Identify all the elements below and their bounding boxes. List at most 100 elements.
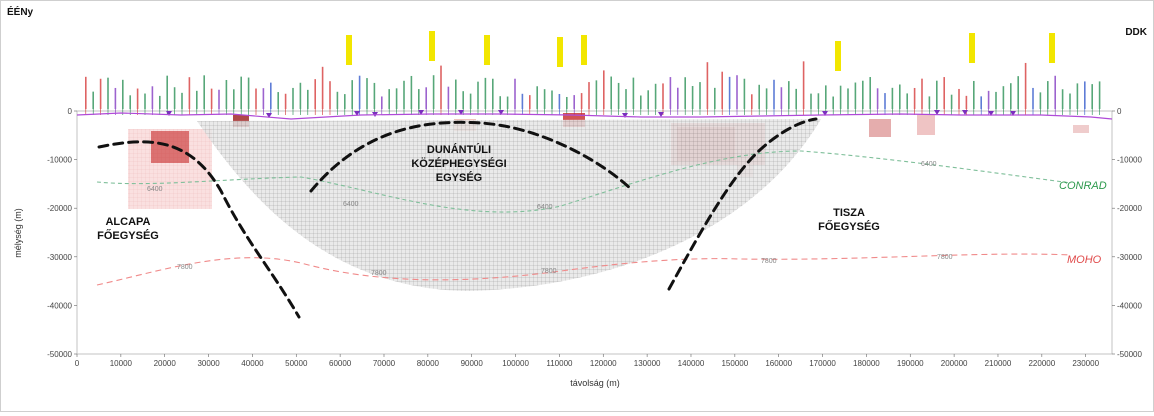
unit-label-line: FŐEGYSÉG bbox=[818, 220, 880, 233]
well-marker bbox=[536, 86, 538, 109]
well-marker bbox=[173, 87, 176, 109]
unit-label-line: EGYSÉG bbox=[436, 171, 482, 184]
well-triangle-marker bbox=[1010, 111, 1016, 116]
well-triangle-marker bbox=[166, 111, 172, 116]
well-marker bbox=[514, 78, 516, 109]
x-tick-label: 210000 bbox=[985, 359, 1012, 368]
well-marker bbox=[284, 93, 287, 109]
well-marker bbox=[181, 92, 183, 109]
x-tick-label: 90000 bbox=[461, 359, 484, 368]
x-tick-label: 180000 bbox=[853, 359, 880, 368]
well-marker bbox=[751, 94, 753, 109]
y-tick-label: -40000 bbox=[1117, 301, 1142, 310]
fault-tisza bbox=[667, 117, 818, 291]
well-triangle-marker bbox=[658, 112, 664, 117]
well-marker bbox=[432, 75, 435, 109]
well-marker bbox=[1047, 81, 1049, 109]
well-marker bbox=[1061, 89, 1064, 109]
well-marker bbox=[817, 93, 820, 109]
well-triangle-marker bbox=[418, 110, 424, 115]
well-marker bbox=[166, 75, 168, 109]
well-marker bbox=[1069, 93, 1071, 109]
well-marker bbox=[995, 91, 997, 109]
well-marker bbox=[825, 85, 827, 109]
well-triangle-marker bbox=[988, 111, 994, 116]
fault-alcapa bbox=[97, 140, 301, 319]
well-marker bbox=[662, 83, 664, 109]
x-tick-label: 190000 bbox=[897, 359, 924, 368]
well-marker bbox=[1032, 87, 1034, 109]
well-marker bbox=[336, 91, 339, 109]
well-marker bbox=[136, 88, 139, 109]
anomaly-patch bbox=[917, 115, 935, 135]
moho-isoline-label: 7800 bbox=[937, 254, 953, 261]
well-marker bbox=[647, 90, 649, 109]
well-marker bbox=[225, 79, 228, 109]
well-marker bbox=[551, 90, 553, 109]
well-marker bbox=[854, 82, 857, 109]
unit-label-line: DUNÁNTÚLI bbox=[427, 143, 491, 156]
unit-label-line: ALCAPA bbox=[105, 216, 150, 228]
well-marker bbox=[218, 89, 220, 109]
x-tick-label: 120000 bbox=[590, 359, 617, 368]
well-marker bbox=[203, 75, 205, 109]
y-tick-label: 0 bbox=[68, 107, 73, 116]
well-marker bbox=[1010, 83, 1012, 109]
well-marker bbox=[595, 80, 598, 109]
well-marker bbox=[395, 88, 398, 109]
moho-isoline-label: 7800 bbox=[371, 270, 387, 277]
well-marker bbox=[943, 77, 945, 109]
well-marker bbox=[455, 79, 457, 109]
well-marker bbox=[543, 89, 546, 109]
well-marker bbox=[358, 75, 361, 109]
well-marker bbox=[85, 76, 87, 109]
x-tick-label: 140000 bbox=[678, 359, 705, 368]
x-tick-label: 170000 bbox=[809, 359, 836, 368]
x-tick-label: 70000 bbox=[373, 359, 396, 368]
well-marker bbox=[425, 87, 427, 109]
well-marker bbox=[506, 96, 509, 109]
well-marker bbox=[780, 87, 783, 109]
well-marker bbox=[255, 88, 257, 109]
well-marker bbox=[862, 80, 864, 109]
well-marker bbox=[270, 82, 272, 109]
well-marker bbox=[462, 91, 464, 109]
well-marker bbox=[973, 80, 975, 109]
well-marker bbox=[277, 92, 279, 109]
well-marker bbox=[529, 95, 531, 109]
moho-label: MOHO bbox=[1067, 254, 1102, 266]
well-marker bbox=[351, 80, 353, 109]
well-marker bbox=[329, 81, 331, 109]
corner-label-left: ÉÉNy bbox=[7, 5, 34, 18]
well-marker bbox=[958, 88, 960, 109]
well-marker bbox=[699, 82, 701, 109]
well-marker bbox=[706, 62, 709, 109]
anomaly-patch bbox=[151, 131, 189, 163]
well-marker bbox=[92, 91, 94, 109]
well-marker bbox=[1017, 76, 1019, 109]
well-marker bbox=[558, 93, 561, 109]
well-marker bbox=[99, 78, 102, 109]
y-tick-label: -10000 bbox=[47, 156, 72, 165]
x-axis-title: távolság (m) bbox=[570, 378, 620, 388]
well-marker bbox=[447, 86, 450, 109]
well-highlight-tag bbox=[835, 41, 841, 71]
well-marker bbox=[373, 82, 376, 109]
well-marker bbox=[1024, 62, 1027, 109]
well-marker bbox=[247, 77, 250, 109]
well-triangle-marker bbox=[498, 110, 504, 115]
well-marker bbox=[107, 77, 109, 109]
well-marker bbox=[196, 90, 198, 109]
well-marker bbox=[588, 82, 590, 109]
conrad-isoline-label: 6400 bbox=[537, 204, 553, 211]
y-tick-label: -30000 bbox=[1117, 253, 1142, 262]
well-highlight-tag bbox=[1049, 33, 1055, 63]
well-triangle-marker bbox=[962, 110, 968, 115]
well-triangle-marker bbox=[934, 110, 940, 115]
well-label-band bbox=[85, 31, 1101, 118]
well-marker bbox=[950, 94, 953, 109]
x-tick-label: 20000 bbox=[154, 359, 177, 368]
well-marker bbox=[469, 93, 472, 109]
